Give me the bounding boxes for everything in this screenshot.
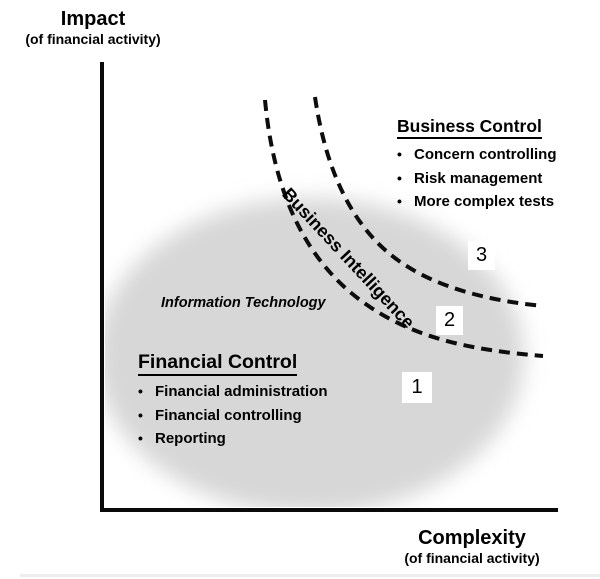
financial-control-title: Financial Control xyxy=(138,351,298,376)
list-item: • Financial controlling xyxy=(138,404,328,428)
list-item-label: Financial administration xyxy=(155,383,328,400)
zone-badge-3: 3 xyxy=(468,241,495,270)
x-axis-subtitle: (of financial activity) xyxy=(404,550,540,566)
business-control-title: Business Control xyxy=(397,116,542,139)
bullet-icon: • xyxy=(397,146,402,162)
list-item: • Risk management xyxy=(397,167,557,191)
list-item: • Financial administration xyxy=(138,380,328,404)
bullet-icon: • xyxy=(138,430,143,446)
y-axis-label-block: Impact (of financial activity) xyxy=(5,7,181,48)
information-technology-label: Information Technology xyxy=(161,295,326,311)
bullet-icon: • xyxy=(397,169,402,186)
zone-badge-1: 1 xyxy=(402,372,432,403)
y-axis-subtitle: (of financial activity) xyxy=(25,31,161,47)
x-axis-line xyxy=(100,508,558,512)
list-item: • Reporting xyxy=(138,427,328,451)
financial-control-block: Financial Control • Financial administra… xyxy=(138,351,328,451)
financial-control-list: • Financial administration • Financial c… xyxy=(138,380,328,451)
list-item-label: More complex tests xyxy=(414,193,555,210)
business-control-list: • Concern controlling • Risk management … xyxy=(397,143,557,214)
x-axis-title: Complexity xyxy=(418,527,526,549)
bullet-icon: • xyxy=(138,383,143,399)
y-axis-title: Impact xyxy=(60,8,126,30)
bottom-artifact-line xyxy=(20,574,600,577)
list-item: • Concern controlling xyxy=(397,143,557,167)
x-axis-label-block: Complexity (of financial activity) xyxy=(383,526,561,567)
y-axis-line xyxy=(100,62,104,512)
list-item-label: Financial controlling xyxy=(155,406,302,424)
list-item: • More complex tests xyxy=(397,190,557,214)
list-item-label: Risk management xyxy=(414,169,543,187)
bullet-icon: • xyxy=(138,406,143,423)
zone-badge-2: 2 xyxy=(436,306,463,335)
information-technology-blob xyxy=(105,198,524,507)
list-item-label: Reporting xyxy=(155,430,226,447)
business-intelligence-curve-upper xyxy=(313,96,544,308)
list-item-label: Concern controlling xyxy=(414,146,557,163)
bullet-icon: • xyxy=(397,193,402,209)
business-control-block: Business Control • Concern controlling •… xyxy=(397,116,557,214)
